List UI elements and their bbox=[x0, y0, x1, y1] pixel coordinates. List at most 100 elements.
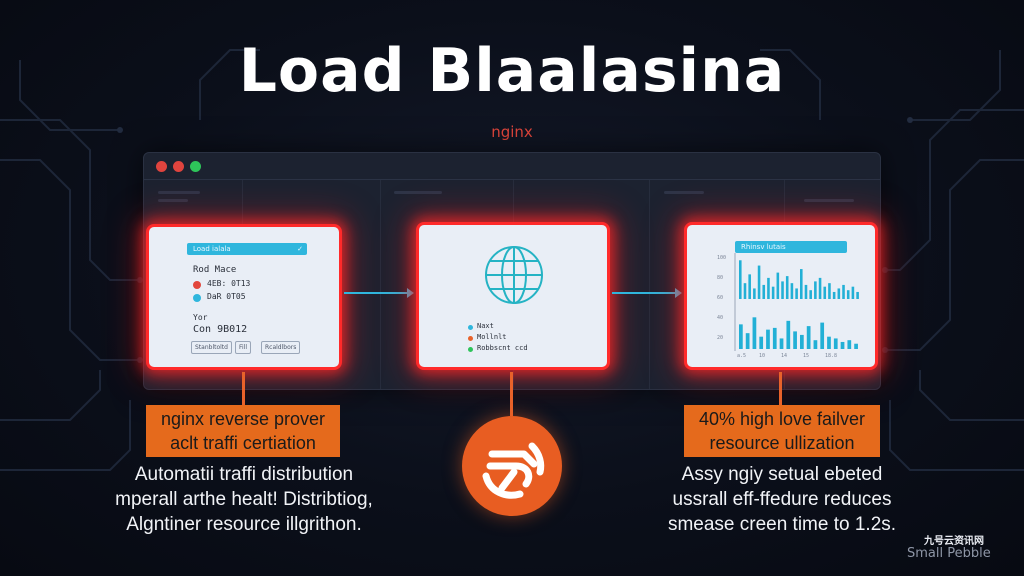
chart-bar bbox=[828, 283, 831, 299]
chart-bar bbox=[752, 317, 757, 349]
chart-bar bbox=[854, 343, 858, 349]
chart-bar bbox=[846, 290, 850, 299]
chart-bar bbox=[851, 286, 855, 299]
connector-line bbox=[779, 372, 782, 406]
panel-header: Rhinsv lutais bbox=[735, 241, 847, 253]
chart-bar bbox=[779, 338, 784, 349]
chart-bar bbox=[781, 281, 784, 299]
watermark-cn: 九号云资讯网 bbox=[924, 536, 984, 547]
panel-button[interactable]: Rcaldlbors bbox=[261, 341, 301, 354]
window-close-button[interactable] bbox=[156, 161, 167, 172]
chart-bar bbox=[739, 260, 742, 299]
left-callout: nginx reverse prover aclt traffi certiat… bbox=[146, 405, 340, 457]
legend-label: Naxt bbox=[477, 322, 494, 330]
nginx-logo-icon bbox=[462, 416, 562, 516]
legend-dot-blue-icon bbox=[468, 325, 473, 330]
page-title: Load Blaalasina bbox=[238, 36, 786, 106]
panel-button[interactable]: Stanbltoltd bbox=[191, 341, 232, 354]
chart-bar bbox=[800, 269, 803, 299]
left-description: Automatii traffi distribution mperall ar… bbox=[115, 464, 373, 535]
bar-chart bbox=[734, 253, 859, 351]
toolbar-placeholder bbox=[394, 191, 442, 194]
legend-dot-green-icon bbox=[468, 347, 473, 352]
x-tick-label: a.5 bbox=[737, 353, 747, 359]
chart-bar bbox=[813, 340, 818, 349]
chart-bar bbox=[790, 283, 794, 299]
chart-bar bbox=[847, 340, 852, 349]
chart-bar bbox=[806, 326, 811, 349]
load-balancer-panel[interactable]: Naxt Mollnlt Robbscnt ccd bbox=[416, 222, 610, 370]
toolbar-placeholder bbox=[158, 199, 188, 202]
panel-button[interactable]: Fill bbox=[235, 341, 252, 354]
toolbar-placeholder bbox=[158, 191, 200, 194]
chart-bar bbox=[814, 281, 817, 299]
chart-bar bbox=[832, 291, 836, 299]
chart-bar bbox=[771, 286, 775, 299]
value-readout: Con 9B012 bbox=[193, 324, 248, 335]
chart-bar bbox=[753, 288, 756, 299]
chart-bar bbox=[827, 336, 831, 349]
server-row-text: 4EB: 0T13 bbox=[207, 279, 251, 288]
chart-bar bbox=[823, 286, 827, 299]
chart-bar bbox=[840, 341, 845, 349]
legend-label: Mollnlt bbox=[477, 333, 507, 341]
flow-arrow bbox=[612, 288, 682, 298]
chart-bar bbox=[743, 283, 747, 299]
flow-arrow bbox=[344, 288, 414, 298]
grid-column-line bbox=[649, 180, 650, 389]
x-tick-label: 10 bbox=[759, 353, 766, 359]
chart-bar bbox=[766, 329, 770, 349]
right-description: Assy ngiy setual ebeted ussrall eff-ffed… bbox=[667, 464, 897, 535]
y-tick-label: 40 bbox=[717, 315, 724, 321]
window-toolbar-divider bbox=[144, 179, 880, 180]
chart-bar bbox=[772, 327, 777, 349]
chart-bar bbox=[767, 277, 770, 299]
x-tick-label: 18.8 bbox=[825, 353, 838, 359]
y-tick-label: 60 bbox=[717, 295, 724, 301]
server-row-text: DaR 0T05 bbox=[207, 292, 246, 301]
server-heading: Rod Mace bbox=[193, 265, 237, 275]
chart-bar bbox=[762, 284, 766, 299]
value-label: Yor bbox=[193, 313, 208, 322]
chart-bar bbox=[748, 274, 751, 299]
window-minimize-button[interactable] bbox=[173, 161, 184, 172]
chart-bar bbox=[804, 284, 808, 299]
chart-bar bbox=[837, 288, 841, 299]
server-status-panel[interactable]: Load ialala ✓ Rod Mace 4EB: 0T13 DaR 0T0… bbox=[146, 224, 342, 370]
chart-bar bbox=[833, 338, 838, 349]
chart-bar bbox=[786, 320, 791, 349]
x-tick-label: 14 bbox=[781, 353, 788, 359]
y-tick-label: 20 bbox=[717, 335, 724, 341]
chart-bar bbox=[785, 276, 789, 299]
brand-label: nginx bbox=[491, 123, 533, 141]
legend-dot-orange-icon bbox=[468, 336, 473, 341]
window-maximize-button[interactable] bbox=[190, 161, 201, 172]
grid-column-line bbox=[380, 180, 381, 389]
y-tick-label: 80 bbox=[717, 275, 724, 281]
connector-line bbox=[242, 372, 245, 406]
panel-header: Load ialala ✓ bbox=[187, 243, 307, 255]
watermark-brand: Small Pebble bbox=[907, 546, 991, 561]
status-dot-red-icon bbox=[193, 281, 201, 289]
chart-bar bbox=[776, 272, 780, 299]
chart-bar bbox=[795, 288, 798, 299]
right-callout: 40% high love failver resource ullizatio… bbox=[684, 405, 880, 457]
globe-icon bbox=[485, 246, 543, 304]
chart-bar bbox=[809, 290, 812, 299]
metrics-chart-panel[interactable]: Rhinsv lutais 100 80 60 40 20 a.5 10 14 … bbox=[684, 222, 878, 370]
chart-bar bbox=[800, 334, 804, 349]
chart-bar bbox=[739, 324, 743, 349]
check-icon: ✓ bbox=[297, 245, 303, 253]
chart-bar bbox=[757, 265, 761, 299]
toolbar-placeholder bbox=[804, 199, 854, 202]
toolbar-placeholder bbox=[664, 191, 704, 194]
chart-bar bbox=[842, 284, 845, 299]
chart-bar bbox=[820, 322, 825, 349]
chart-bar bbox=[793, 331, 797, 349]
chart-bar bbox=[818, 277, 822, 299]
chart-bar bbox=[745, 333, 750, 349]
y-tick-label: 100 bbox=[717, 255, 727, 261]
status-dot-blue-icon bbox=[193, 294, 201, 302]
legend-label: Robbscnt ccd bbox=[477, 344, 528, 352]
